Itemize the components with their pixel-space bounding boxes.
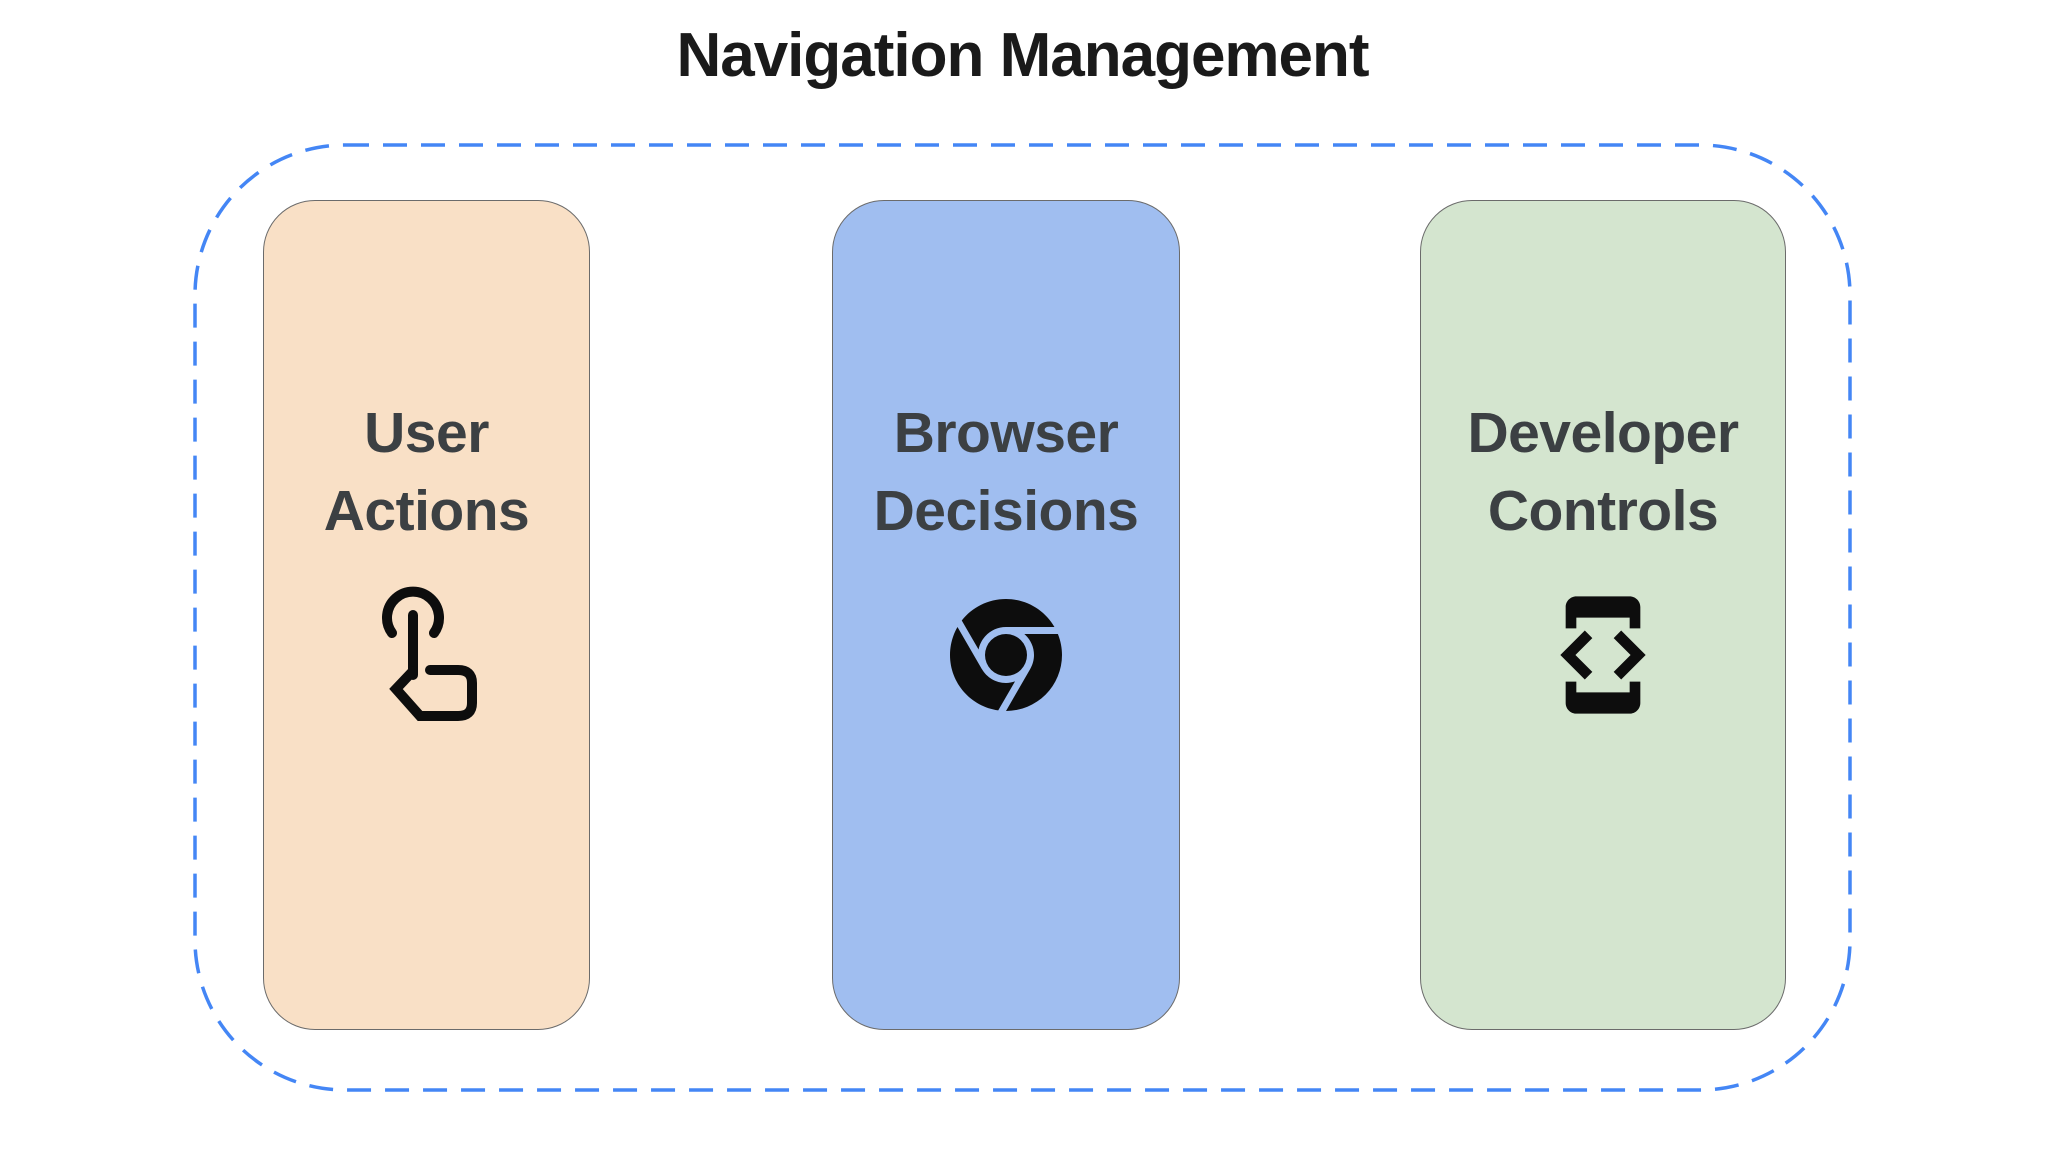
card-developer-controls: Developer Controls (1420, 200, 1786, 1030)
developer-mode-path (1560, 596, 1646, 714)
developer-mode-icon (1539, 580, 1667, 730)
diagram-title: Navigation Management (676, 21, 1369, 90)
dashed-border-rect (193, 143, 1852, 1092)
card-label: User Actions (323, 401, 530, 543)
touch-ripple-arc (381, 586, 444, 638)
card-browser-decisions: Browser Decisions (832, 200, 1180, 1030)
touch-hand (388, 665, 477, 721)
dashed-container-border (193, 143, 1852, 1092)
chrome-logo-path (950, 599, 1062, 711)
card-user-actions: User Actions (263, 200, 590, 1030)
chrome-browser-icon (922, 580, 1090, 730)
card-label: Browser Decisions (873, 401, 1139, 543)
touch-gesture-icon (372, 580, 482, 730)
card-label: Developer Controls (1467, 401, 1739, 543)
